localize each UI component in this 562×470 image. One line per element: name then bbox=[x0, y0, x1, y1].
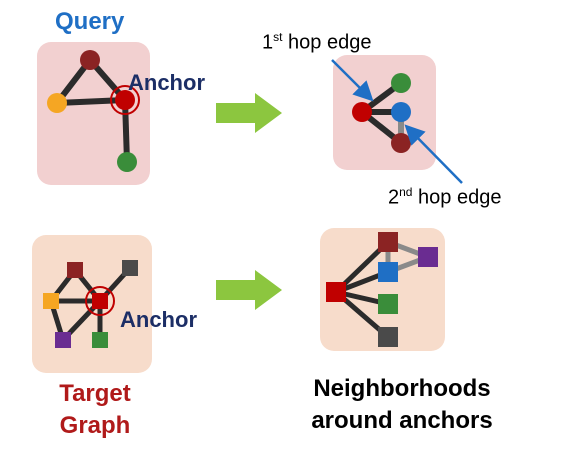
query-anchor-ring bbox=[110, 85, 140, 115]
anchor-label-target: Anchor bbox=[120, 307, 197, 332]
query-node-bottom bbox=[117, 152, 137, 172]
target-node-green bbox=[92, 332, 108, 348]
target-node-gray bbox=[122, 260, 138, 276]
anchor-label-query: Anchor bbox=[128, 70, 205, 95]
query-node-left bbox=[47, 93, 67, 113]
qn-node-blue bbox=[391, 102, 411, 122]
tn-anchor-node bbox=[326, 282, 346, 302]
first-hop-edge-label: 1st hop edge bbox=[262, 30, 372, 54]
query-anchor-node bbox=[115, 90, 135, 110]
tn-node-darkred bbox=[378, 232, 398, 252]
second-hop-edge-label: 2nd hop edge bbox=[388, 185, 502, 209]
hop2-callout-arrow bbox=[404, 124, 463, 184]
query-panel bbox=[37, 42, 150, 185]
target-node-darkred bbox=[67, 262, 83, 278]
query-title: Query bbox=[55, 8, 125, 35]
qn-node-darkred bbox=[391, 133, 411, 153]
qn-anchor-node bbox=[352, 102, 372, 122]
target-graph-label: Target Graph bbox=[59, 380, 131, 439]
tn-node-green bbox=[378, 294, 398, 314]
tn-node-purple bbox=[418, 247, 438, 267]
target-neighborhood-panel bbox=[320, 228, 445, 351]
qn-node-green bbox=[391, 73, 411, 93]
tn-node-blue bbox=[378, 262, 398, 282]
target-node-orange bbox=[43, 293, 59, 309]
target-anchor-ring bbox=[85, 286, 115, 316]
target-anchor-node bbox=[92, 293, 108, 309]
hop1-callout-arrow bbox=[331, 59, 374, 102]
neighborhoods-label: Neighborhoods around anchors bbox=[311, 375, 493, 434]
process-arrow-bottom bbox=[216, 270, 282, 310]
query-node-top bbox=[80, 50, 100, 70]
target-node-purple bbox=[55, 332, 71, 348]
tn-node-gray bbox=[378, 327, 398, 347]
process-arrow-top bbox=[216, 93, 282, 133]
